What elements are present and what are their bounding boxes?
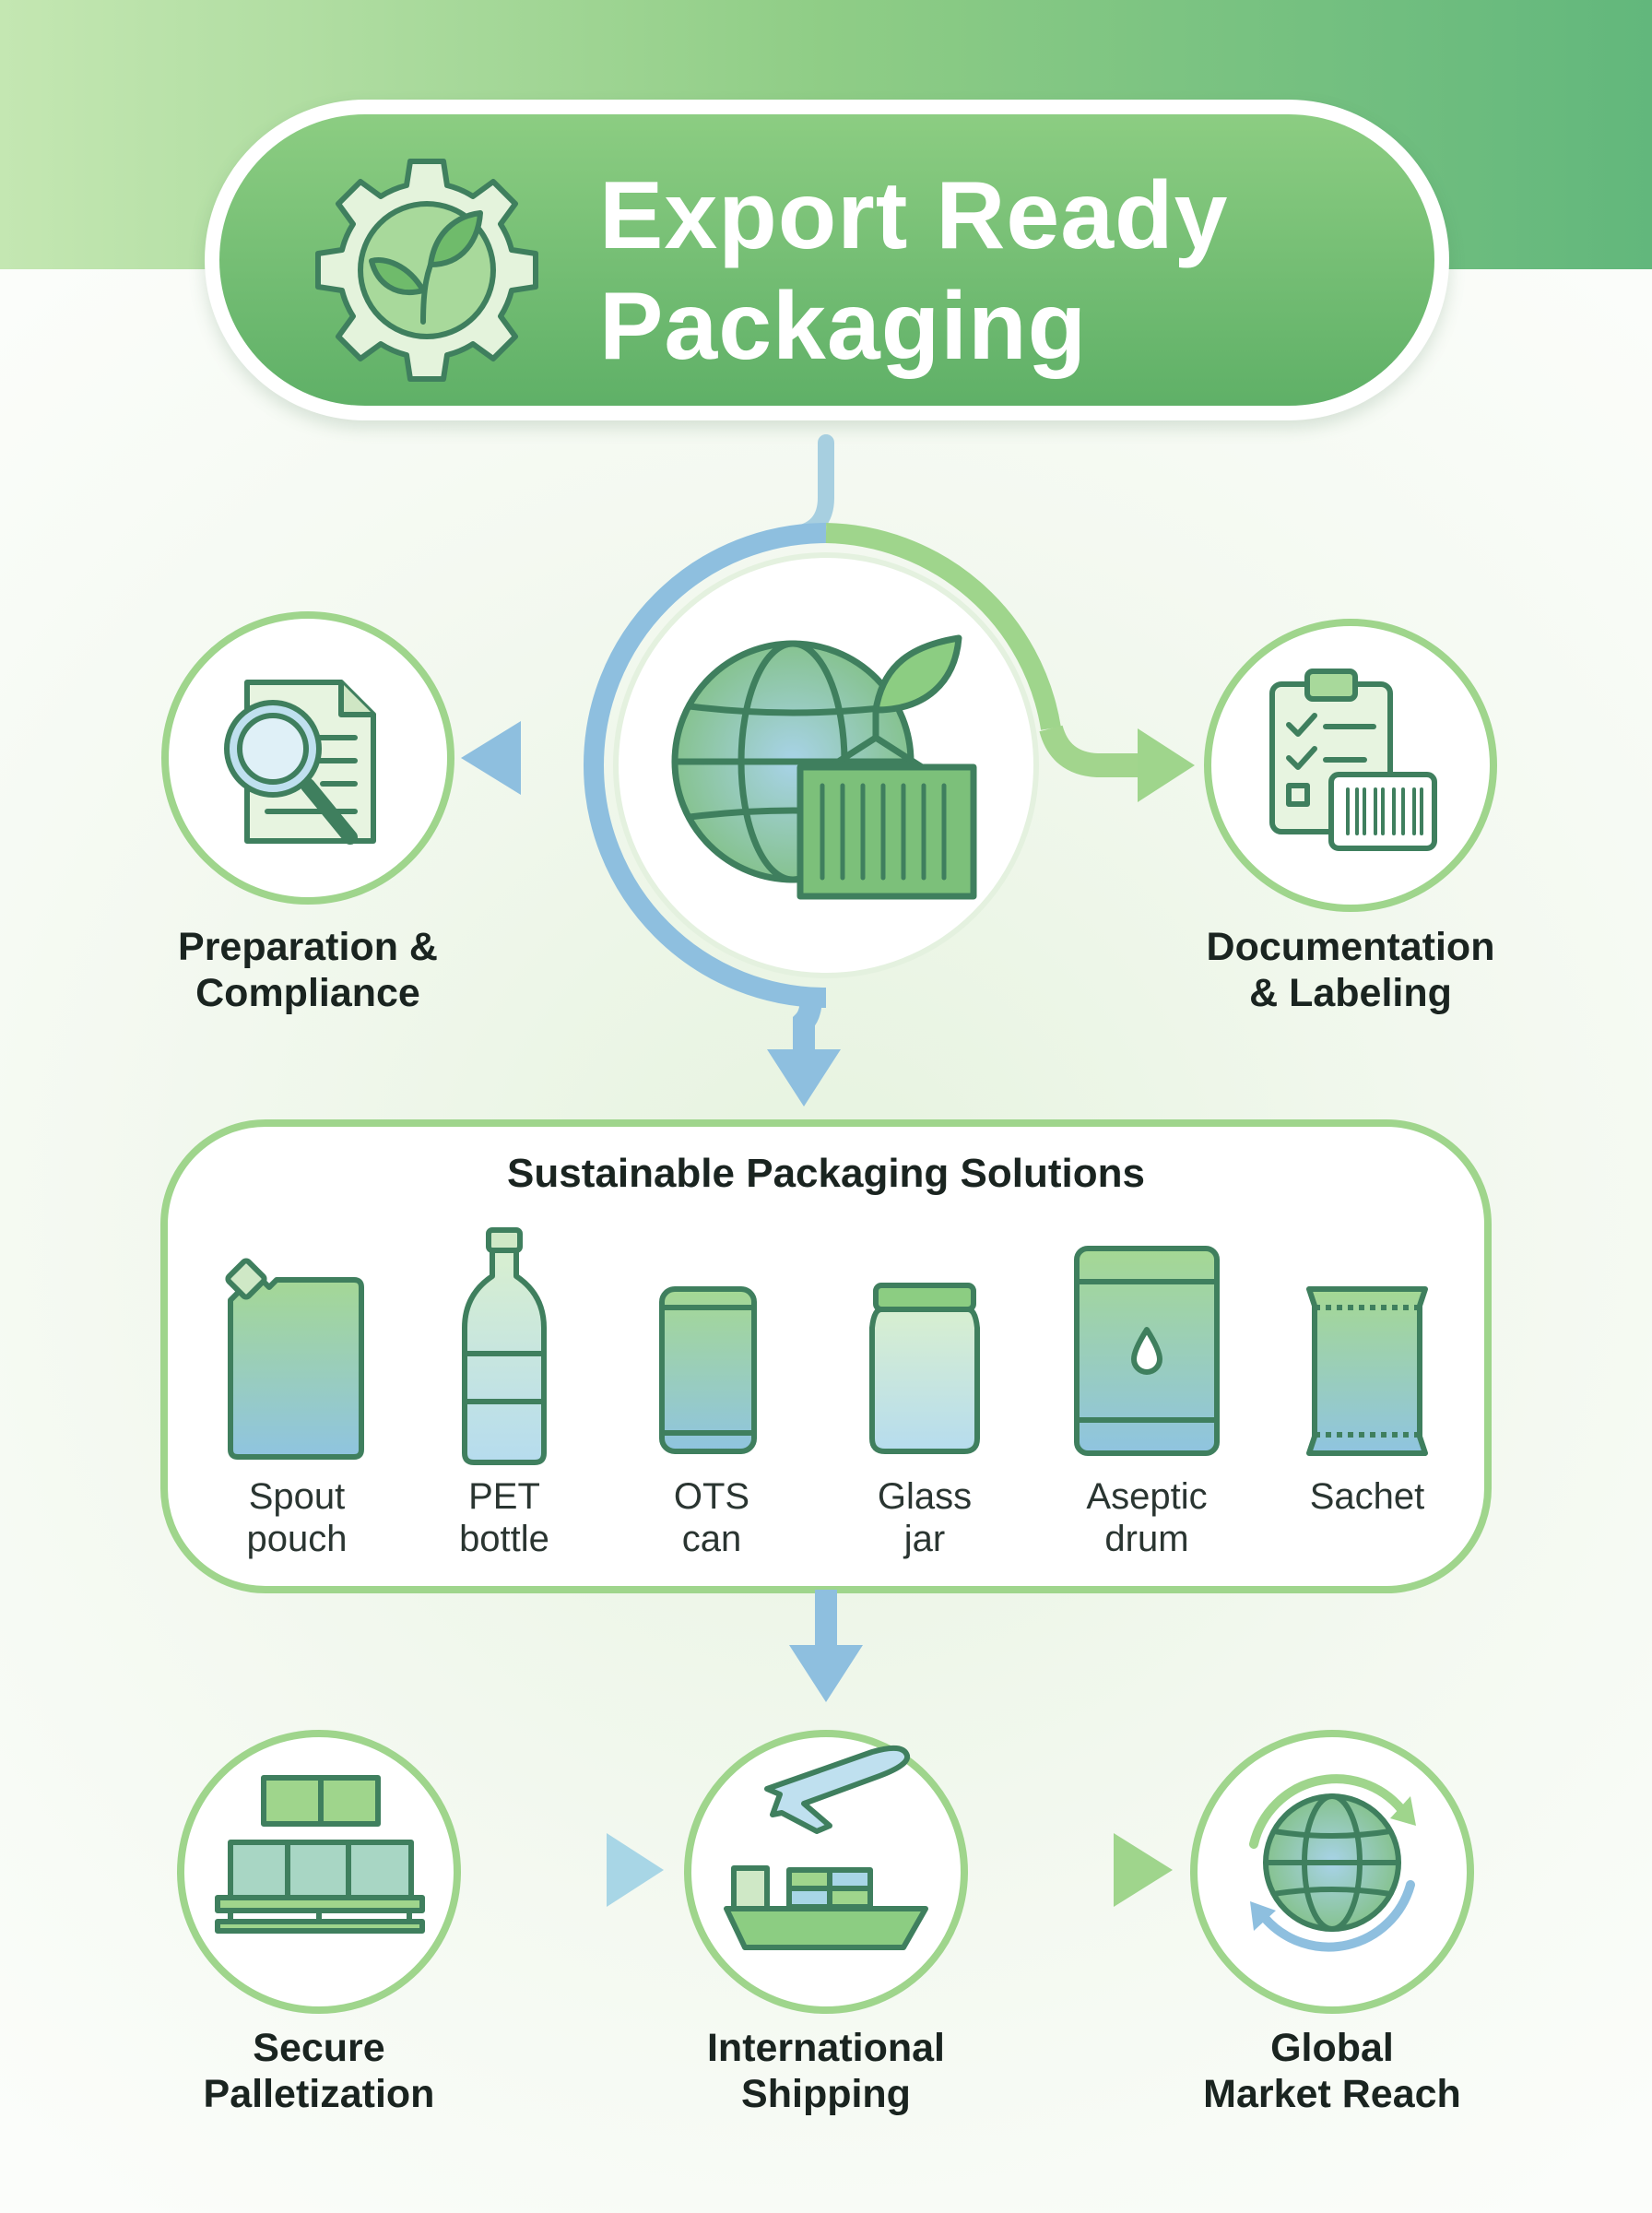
ship-plane-icon <box>724 1745 928 1950</box>
shipping-label: International Shipping <box>706 2026 946 2116</box>
global-label: Global Market Reach <box>1203 2026 1461 2116</box>
arrow-center-to-panel <box>793 995 822 1051</box>
palletization-label: Secure Palletization <box>203 2026 435 2116</box>
ots-can-icon <box>659 1286 757 1454</box>
center-ring-right <box>825 523 1061 730</box>
pet-bottle-icon <box>462 1227 547 1465</box>
document-search-icon <box>224 680 376 845</box>
preparation-label: Preparation & Compliance <box>178 925 438 1015</box>
aseptic-drum-icon <box>1074 1246 1220 1456</box>
clipboard-barcode-icon <box>1269 669 1437 851</box>
connector-title-to-center <box>785 434 834 543</box>
globe-container-icon <box>671 634 977 900</box>
arrow-to-documentation <box>1039 725 1143 777</box>
globe-cycle-icon <box>1249 1774 1416 1952</box>
solutions-title: Sustainable Packaging Solutions <box>507 1151 1145 1196</box>
spout-pouch-icon <box>225 1258 364 1460</box>
gear-leaf-icon <box>315 159 538 382</box>
title-banner: Export Ready Packaging <box>205 100 1449 420</box>
documentation-label: Documentation & Labeling <box>1206 925 1495 1015</box>
sachet-label: Sachet <box>1309 1476 1425 1517</box>
sachet-icon <box>1306 1286 1428 1456</box>
pallet-boxes-icon <box>215 1775 425 1934</box>
page-title: Export Ready Packaging <box>599 162 1229 380</box>
glass-jar-icon <box>869 1283 980 1454</box>
